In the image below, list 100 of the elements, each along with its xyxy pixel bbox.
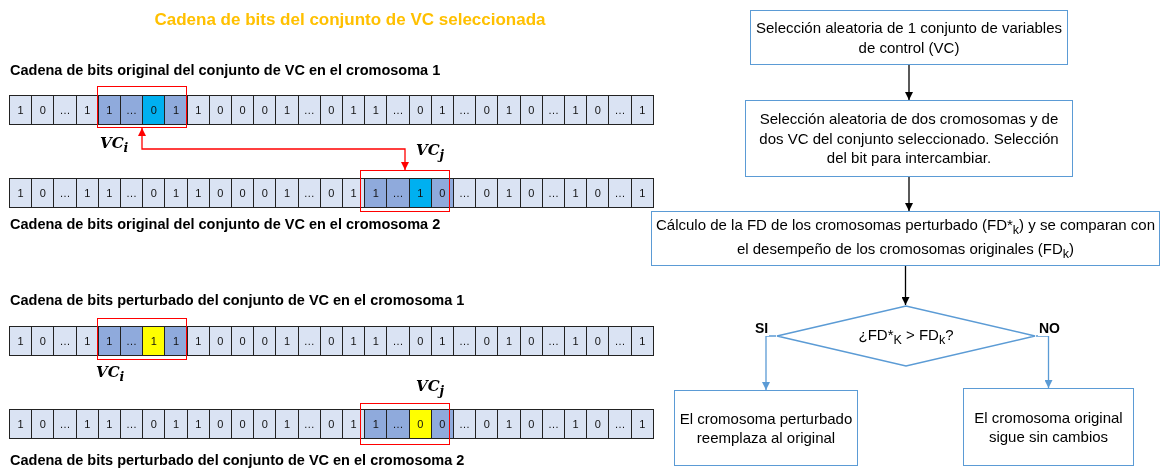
bit-cell: … [297,326,321,356]
bit-cell: 0 [208,326,232,356]
bit-cell: 0 [231,409,255,439]
bit-cell: 0 [31,178,55,208]
bit-cell: 1 [9,95,33,125]
bit-cell: 1 [497,326,521,356]
bit-cell: 0 [408,95,432,125]
variable-label: VC$_{j}$ [416,377,445,398]
bit-cell: … [608,326,632,356]
bit-cell: 0 [430,178,454,208]
process-box: El cromosoma perturbado reemplaza al original [674,390,858,466]
bit-cell: 0 [208,95,232,125]
bit-cell: 1 [164,326,188,356]
bit-cell: 1 [75,178,99,208]
bit-cell: 1 [364,178,388,208]
process-box: El cromosoma original sigue sin cambios [963,388,1134,466]
bit-cell: 1 [275,95,299,125]
bit-cell: 1 [186,326,210,356]
bit-cell: … [453,409,477,439]
bit-cell: 1 [9,178,33,208]
bit-cell: 0 [319,326,343,356]
bit-cell: 1 [97,409,121,439]
bit-cell: 1 [630,95,654,125]
bit-cell: 0 [142,178,166,208]
bit-cell: 0 [31,409,55,439]
bit-cell: … [386,95,410,125]
bit-cell: 0 [319,95,343,125]
process-box: Selección aleatoria de dos cromosomas y de dos VC del conjunto seleccionado. Selección del bit para intercambiar. [745,100,1073,177]
bit-cell: 1 [75,409,99,439]
bit-cell: 1 [364,409,388,439]
bit-cell: 0 [31,95,55,125]
bit-cell: … [53,178,77,208]
bit-cell: 1 [186,178,210,208]
arrow [1035,335,1053,389]
variable-label: VC$_{i}$ [100,134,129,155]
bit-cell: 0 [519,326,543,356]
bit-cell: … [53,409,77,439]
bit-cell: 0 [586,409,610,439]
bit-cell: … [453,95,477,125]
arrow [905,176,913,212]
bit-cell: 0 [430,409,454,439]
bit-cell: … [608,95,632,125]
bit-cell: 0 [475,409,499,439]
highlight-frame [97,318,187,360]
bit-cell: 1 [342,326,366,356]
bit-cell: 1 [408,178,432,208]
bit-cell: 0 [253,178,277,208]
bit-cell: 1 [630,409,654,439]
bit-cell: 0 [519,95,543,125]
bit-cell: 0 [475,326,499,356]
bit-cell: … [386,178,410,208]
edge-label: NO [1038,320,1061,336]
bit-cell: … [297,409,321,439]
bit-cell: … [53,326,77,356]
bit-cell: 1 [364,95,388,125]
bit-cell: … [541,326,565,356]
bit-cell: … [386,409,410,439]
bit-cell: 0 [142,409,166,439]
bit-cell: 1 [164,95,188,125]
bit-cell: 1 [97,95,121,125]
bit-cell: 0 [319,409,343,439]
bit-cell: 1 [564,326,588,356]
bit-cell: 0 [253,95,277,125]
bit-cell: 1 [564,95,588,125]
bit-cell: … [120,409,144,439]
bit-cell: … [386,326,410,356]
bit-cell: … [541,178,565,208]
bit-cell: 1 [275,178,299,208]
edge-label: SI [754,320,770,336]
bit-cell: 1 [497,95,521,125]
bit-cell: 0 [208,178,232,208]
bit-cell: … [120,326,144,356]
bit-cell: 1 [186,409,210,439]
highlight-frame [360,403,450,445]
bit-cell: 1 [186,95,210,125]
bit-cell: 1 [342,95,366,125]
arrow [762,335,777,391]
bit-cell: 1 [364,326,388,356]
bit-cell: 0 [253,409,277,439]
bit-cell: … [120,95,144,125]
bit-cell: 1 [564,409,588,439]
decision-text: ¿FD*$_{K}$ > FD$_{k}$? [858,325,954,347]
arrow [905,64,913,101]
bit-cell: 1 [142,326,166,356]
bit-cell: 1 [9,326,33,356]
bit-cell: 1 [564,178,588,208]
variable-label: VC$_{i}$ [96,363,125,384]
bit-cell: 1 [430,326,454,356]
bit-cell: … [453,326,477,356]
bit-cell: 0 [231,178,255,208]
bit-cell: … [297,95,321,125]
bit-cell: 0 [142,95,166,125]
bit-cell: 1 [9,409,33,439]
bit-cell: … [608,178,632,208]
bit-cell: 1 [497,409,521,439]
diagram-title: Cadena de bits del conjunto de VC seleccionada [153,10,547,30]
highlight-frame [360,170,450,212]
bit-cell: … [453,178,477,208]
variable-label: VC$_{j}$ [416,141,445,162]
bit-cell: 0 [519,409,543,439]
